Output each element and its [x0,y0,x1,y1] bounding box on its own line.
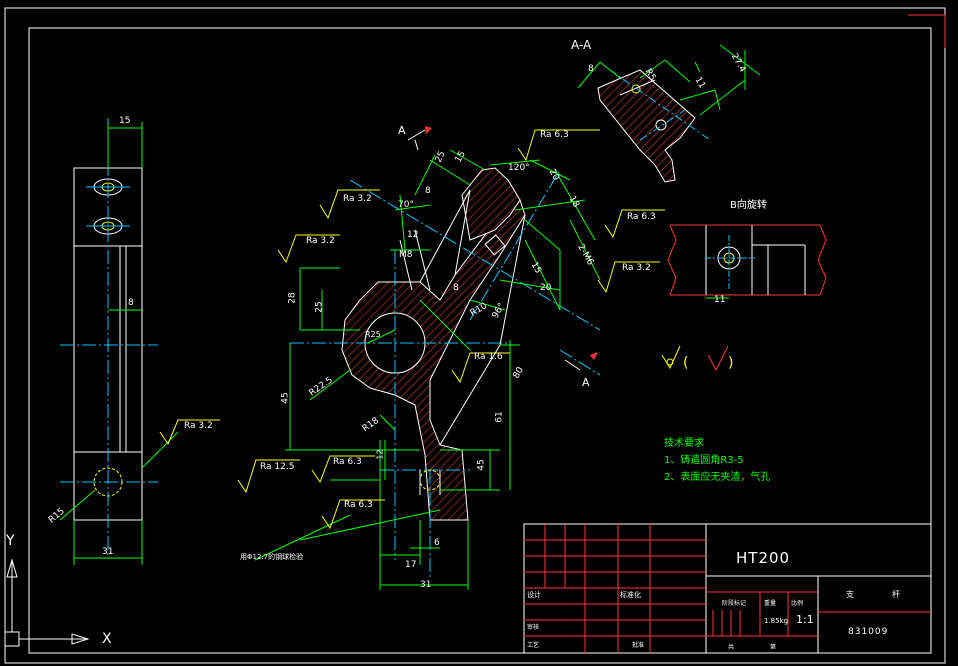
ra-label: Ra 3.2 [184,421,213,431]
dim-20b: 20 [540,283,552,293]
ra-label: Ra 3.2 [343,194,372,204]
tech-line-2: 2、表面应无夹渣，气孔 [664,472,771,483]
main-view [237,126,665,590]
axis-x-label: X [102,631,112,647]
dim-25a: 25 [433,149,448,165]
tb-scale: 1:1 [796,613,814,626]
dim-45b: 45 [476,459,487,471]
dim-6: 6 [434,538,440,548]
ra-label: Ra 12.5 [260,462,295,472]
tb-scale-label: 比例 [791,600,804,607]
material-label: HT200 [736,549,791,567]
dim-45: 45 [280,392,291,404]
tb-standard: 标准化 [620,591,641,599]
ucs-icon [4,558,200,664]
section-marker-a-top: A [398,124,406,137]
dim-31: 31 [420,580,432,590]
dim-side-thk: 8 [128,298,134,308]
finish-legend: ( ) [661,345,733,372]
tb-sheet: 共 [728,644,735,651]
dim-80: 80 [511,365,526,381]
tb-weight: 1.85kg [764,617,789,625]
dim-8b: 8 [453,283,459,293]
dim-r10: R10 [468,301,490,319]
dim-15b: 15 [528,260,543,276]
dim-120: 120° [508,163,530,173]
hole-note: 用Φ12.7的钢球检验 [240,553,304,561]
tb-part-name-2: 杆 [892,590,900,599]
svg-text:(: ( [683,355,688,371]
dim-side-radius: R15 [46,506,67,526]
dim-b-11: 11 [714,295,726,305]
dim-aa-274: 27.4 [728,51,748,75]
dim-aa-8: 8 [588,64,594,74]
tech-title: 技术要求 [664,438,704,449]
tb-design: 设计 [527,591,541,599]
dim-r22: R22.5 [307,375,335,399]
dim-20: 20 [546,167,561,183]
dim-28: 28 [287,292,298,304]
view-b-label: B向旋转 [730,200,767,211]
tb-stage: 阶段标记 [722,600,747,607]
side-view [59,118,220,565]
section-aa [577,44,761,183]
dim-side-bottom: 31 [102,547,114,557]
ra-label: Ra 6.3 [344,500,373,510]
tb-process: 工艺 [527,642,540,649]
ra-label: Ra 1.6 [474,352,503,362]
tb-sheet2: 第 [770,644,777,651]
axis-y-label: Y [6,533,15,549]
dim-aa-11: 11 [692,75,707,91]
ra-label: Ra 6.3 [333,457,362,467]
tb-approve: 批准 [632,642,645,649]
dim-r18: R18 [360,415,381,435]
outer-frame [4,7,946,664]
dim-m8: M8 [399,250,413,260]
tb-weight-label: 重量 [764,600,777,607]
dim-12: 12 [407,230,419,240]
ra-label: Ra 6.3 [540,130,569,140]
tb-check: 审核 [527,624,540,631]
view-b [667,224,827,299]
dim-2m6: 2-M6 [575,242,596,268]
section-aa-label: A-A [571,38,592,52]
dim-18: 18 [566,194,581,210]
dim-15: 15 [453,149,468,165]
inner-frame [28,27,932,654]
tb-part-name-1: 支 [846,590,854,599]
dim-25b: 25 [314,301,325,313]
svg-text:): ) [728,355,733,371]
corner-mark [908,14,946,48]
ra-label: Ra 6.3 [627,212,656,222]
ra-label: Ra 3.2 [622,263,651,273]
tech-line-1: 1、铸造圆角R3-5 [664,455,744,466]
tb-drawing-no: 831009 [848,627,889,637]
dim-side-width: 15 [119,116,131,126]
dim-17: 17 [405,560,417,570]
dim-70: 70° [398,200,414,210]
dim-r25: R25 [365,330,381,339]
ra-label: Ra 3.2 [306,236,335,246]
dim-12b: 12 [375,449,385,460]
dim-aa-r5: R5 [642,67,658,83]
dim-8: 8 [425,186,431,196]
dim-61: 61 [494,411,505,423]
section-marker-a-bottom: A [582,376,590,389]
dim-96: 96° [490,301,508,321]
